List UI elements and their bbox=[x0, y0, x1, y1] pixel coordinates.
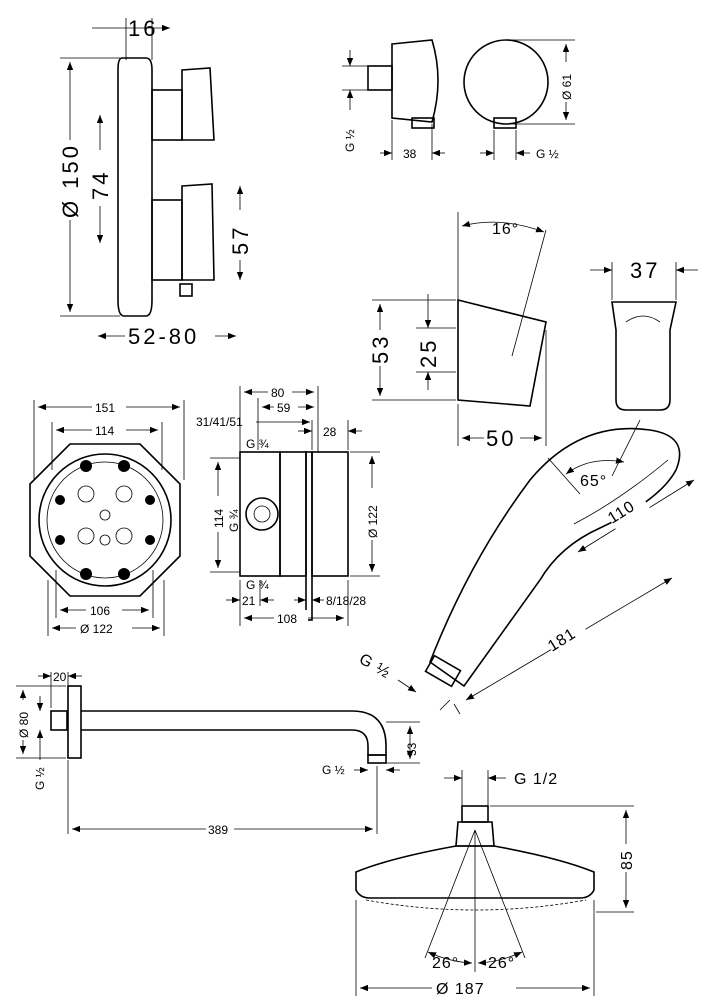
box-height: 114 bbox=[212, 509, 226, 528]
install-box-drawing: 80 59 31/41/51 28 G ¾ 114 G ¾ Ø 122 G ¾ … bbox=[196, 384, 380, 626]
rough-in-plate-drawing: 151 114 106 Ø 122 bbox=[29, 398, 185, 636]
box-depths: 31/41/51 bbox=[196, 415, 243, 429]
arm-length: 389 bbox=[208, 823, 228, 837]
plate-bottom: 106 bbox=[90, 604, 110, 618]
box-thread-bottom: G ¾ bbox=[246, 578, 270, 592]
arm-drop: 53 bbox=[405, 742, 419, 756]
dim-spacing: 74 bbox=[88, 170, 113, 200]
head-thread: G 1/2 bbox=[514, 771, 558, 788]
holder-drawing: 16° 53 25 50 37 bbox=[368, 212, 698, 451]
box-d21: 21 bbox=[242, 594, 256, 608]
dim-depth: 16 bbox=[128, 16, 158, 41]
overhead-shower-drawing: G 1/2 85 26° 26° Ø 187 bbox=[355, 770, 636, 998]
outlet-depth: 38 bbox=[403, 147, 417, 161]
box-d28: 28 bbox=[323, 425, 337, 439]
head-angle-left: 26° bbox=[432, 955, 459, 972]
hand-thread: G ½ bbox=[356, 651, 393, 682]
box-total: 108 bbox=[277, 612, 297, 626]
arm-thread-end: G ½ bbox=[322, 763, 345, 777]
head-angle-right: 26° bbox=[488, 955, 515, 972]
plate-inner: 114 bbox=[95, 424, 114, 438]
outlet-thread-front: G ½ bbox=[536, 147, 559, 161]
holder-hole: 25 bbox=[416, 338, 441, 368]
plate-outer: 151 bbox=[95, 401, 115, 415]
box-thread-side: G ¾ bbox=[227, 508, 241, 532]
plate-diameter: Ø 122 bbox=[80, 622, 113, 636]
outlet-thread-side: G ½ bbox=[343, 129, 357, 152]
dim-knob-height: 57 bbox=[228, 225, 253, 255]
holder-height: 53 bbox=[368, 334, 393, 364]
arm-diameter: Ø 80 bbox=[17, 712, 31, 738]
box-w59: 59 bbox=[277, 401, 291, 415]
dim-diameter: Ø 150 bbox=[58, 143, 83, 218]
box-thread-top: G ¾ bbox=[246, 437, 270, 451]
head-height: 85 bbox=[619, 850, 636, 870]
thermostat-drawing: 16 Ø 150 74 57 52-80 bbox=[55, 16, 253, 349]
hand-angle: 65° bbox=[580, 473, 607, 490]
box-adjust: 8/18/28 bbox=[326, 594, 366, 608]
head-diameter: Ø 187 bbox=[436, 981, 485, 998]
arm-thread-wall: G ½ bbox=[33, 767, 47, 790]
holder-width: 37 bbox=[630, 258, 660, 283]
hand-shower-drawing: 65° 110 181 G ½ bbox=[356, 419, 695, 715]
arm-plate: 20 bbox=[53, 670, 67, 684]
box-w80: 80 bbox=[271, 386, 285, 400]
dim-projection: 52-80 bbox=[128, 324, 199, 349]
holder-depth: 50 bbox=[486, 426, 516, 451]
box-diameter: Ø 122 bbox=[366, 505, 380, 538]
outlet-diameter: Ø 61 bbox=[560, 74, 574, 100]
wall-outlet-drawing: G ½ 38 Ø 61 G ½ bbox=[342, 39, 575, 161]
shower-arm-drawing: 20 Ø 80 G ½ 53 G ½ 389 bbox=[16, 670, 420, 837]
holder-angle: 16° bbox=[492, 221, 519, 238]
